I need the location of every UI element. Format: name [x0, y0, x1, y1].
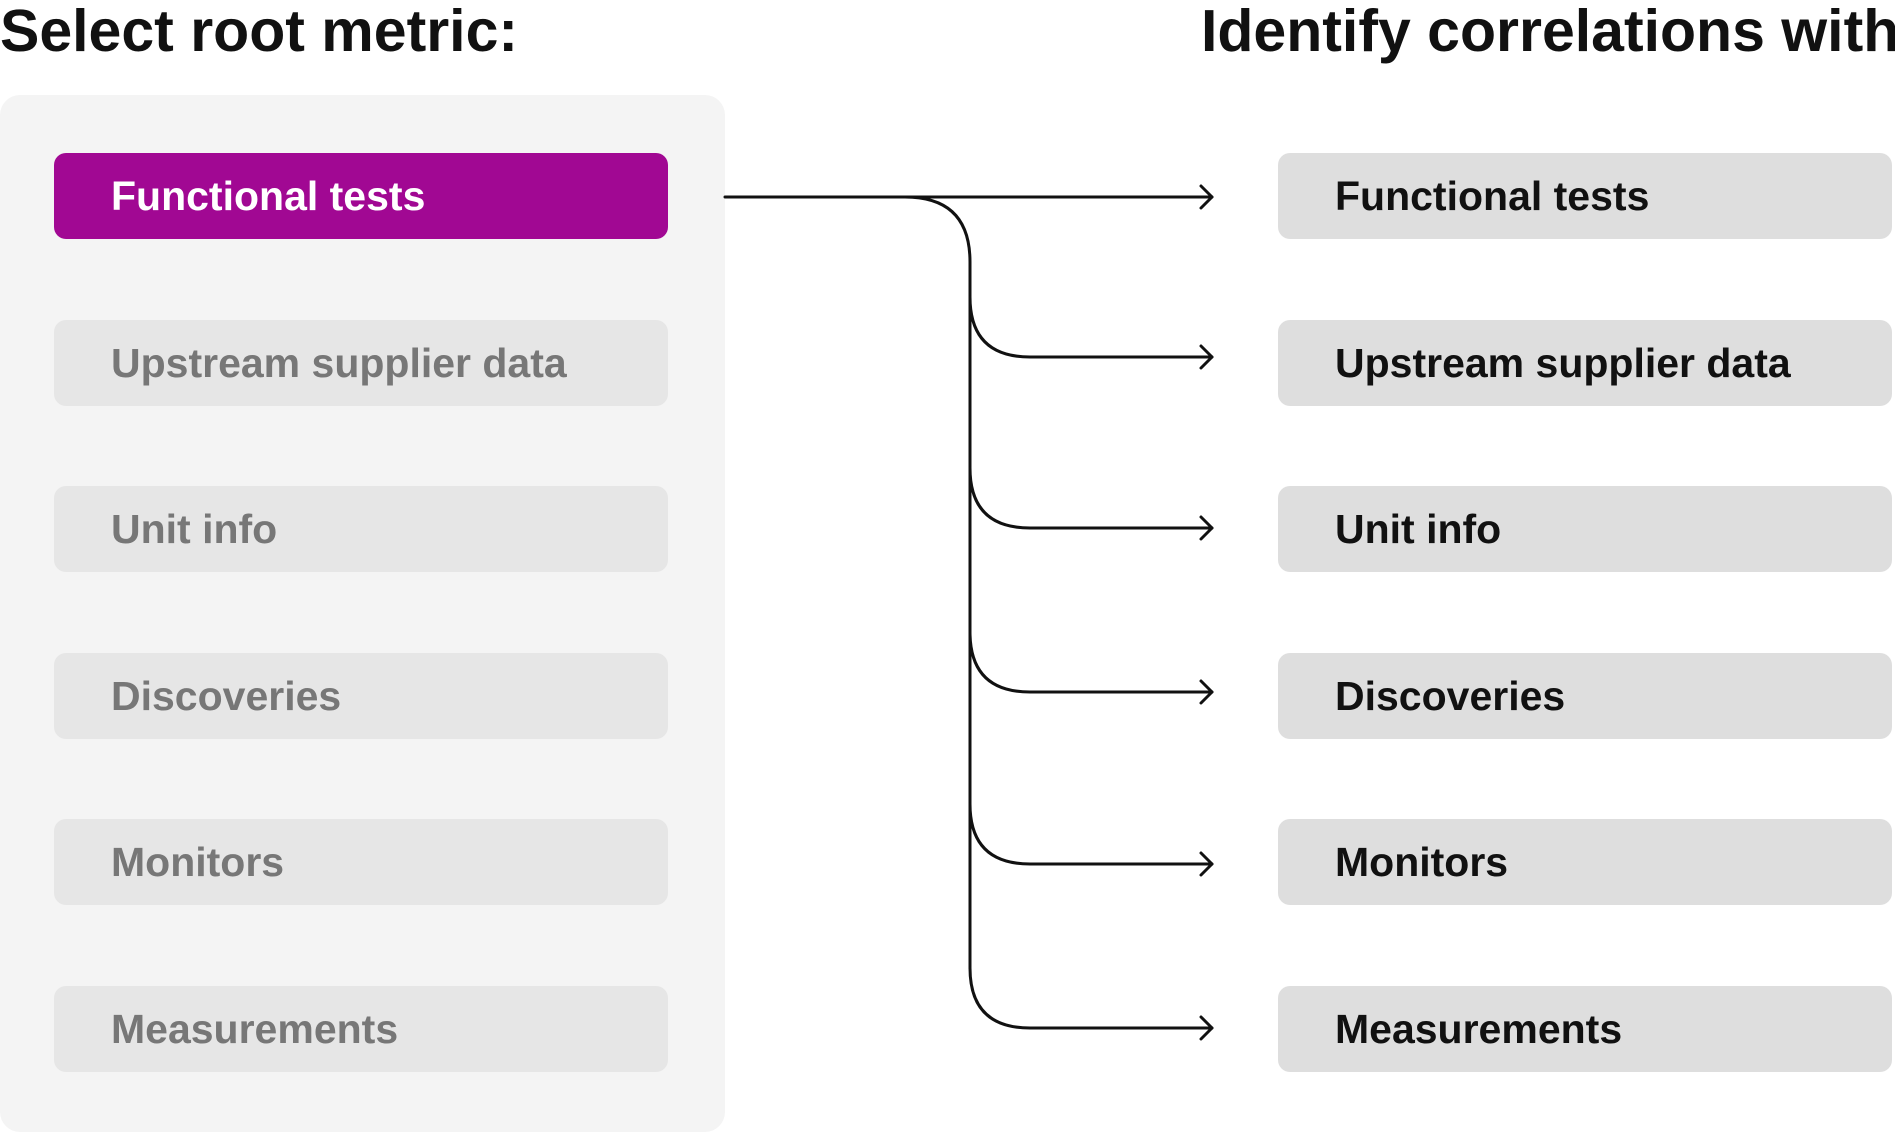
- connector-discoveries: [968, 630, 1214, 694]
- root-metric-panel: Functional tests Upstream supplier data …: [0, 95, 725, 1132]
- root-metric-monitors[interactable]: Monitors: [54, 819, 668, 905]
- target-unit-info[interactable]: Unit info: [1278, 486, 1892, 572]
- arrowhead-monitors: [1199, 851, 1214, 877]
- connector-unit-info: [968, 466, 1214, 530]
- target-monitors[interactable]: Monitors: [1278, 819, 1892, 905]
- arrowhead-functional-tests: [1199, 184, 1214, 210]
- root-metric-functional-tests[interactable]: Functional tests: [54, 153, 668, 239]
- root-metric-heading: Select root metric:: [0, 0, 519, 64]
- root-metric-unit-info[interactable]: Unit info: [54, 486, 668, 572]
- arrowhead-upstream-supplier-data: [1199, 344, 1214, 370]
- target-measurements[interactable]: Measurements: [1278, 986, 1892, 1072]
- target-functional-tests[interactable]: Functional tests: [1278, 153, 1892, 239]
- correlations-heading: Identify correlations with:: [1201, 0, 1895, 64]
- root-metric-upstream-supplier-data[interactable]: Upstream supplier data: [54, 320, 668, 406]
- target-discoveries[interactable]: Discoveries: [1278, 653, 1892, 739]
- connector-trunk: [903, 195, 972, 970]
- target-upstream-supplier-data[interactable]: Upstream supplier data: [1278, 320, 1892, 406]
- root-metric-discoveries[interactable]: Discoveries: [54, 653, 668, 739]
- arrowhead-discoveries: [1199, 679, 1214, 705]
- arrowhead-measurements: [1199, 1015, 1214, 1041]
- root-metric-measurements[interactable]: Measurements: [54, 986, 668, 1072]
- connector-upstream-supplier-data: [968, 295, 1214, 359]
- connector-monitors: [968, 802, 1214, 866]
- connector-measurements: [968, 966, 1214, 1030]
- arrowhead-unit-info: [1199, 515, 1214, 541]
